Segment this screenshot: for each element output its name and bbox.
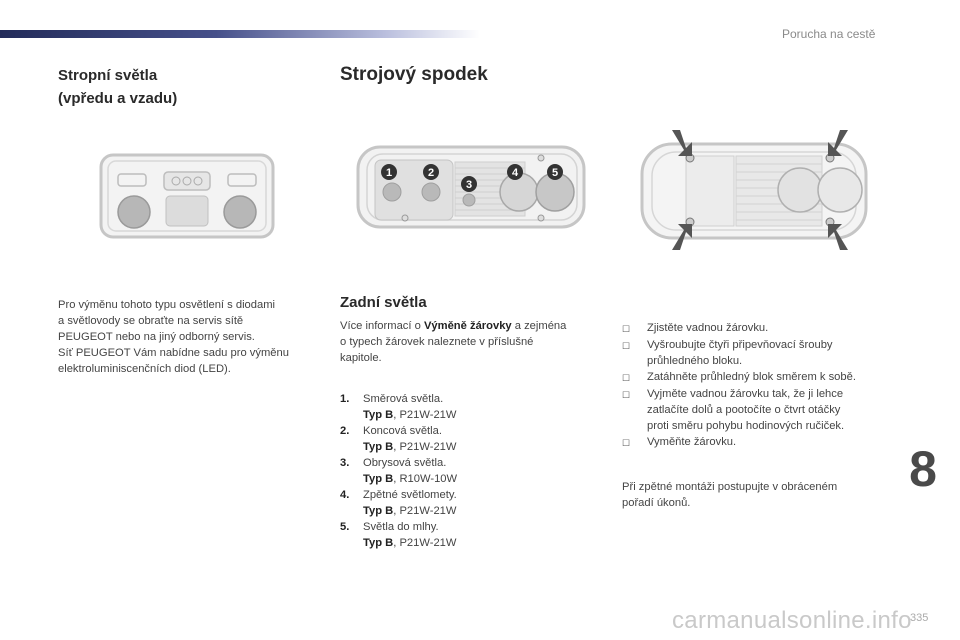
step-text: Vyšroubujte čtyři připevňovací šrouby prů…	[647, 337, 833, 369]
header-accent-bar	[0, 30, 480, 38]
bulb-type-value: , P21W-21W	[393, 537, 457, 549]
bulb-name: Směrová světla.	[363, 393, 444, 405]
text-line: Vyměňte žárovku.	[647, 436, 737, 448]
bulb-name: Koncová světla.	[363, 425, 442, 437]
bulb-type-label: Typ B	[363, 473, 394, 485]
ceiling-lights-heading-line2: (vpředu a vzadu)	[58, 90, 178, 107]
bulb-name: Obrysová světla.	[363, 457, 447, 469]
checkbox-bullet-icon: ☐	[622, 324, 631, 334]
diagram-callout-4: 4	[507, 164, 523, 180]
bulb-type-value: , P21W-21W	[393, 441, 457, 453]
bulb-description: Obrysová světla. Typ B, R10W-10W	[363, 455, 457, 487]
step-text: Zatáhněte průhledný blok směrem k sobě.	[647, 369, 856, 386]
bulb-name: Světla do mlhy.	[363, 521, 439, 533]
text-line: průhledného bloku.	[647, 355, 743, 367]
step-item: ☐ Vyšroubujte čtyři připevňovací šrouby pr…	[622, 337, 892, 369]
text-fragment: Více informací o	[340, 320, 424, 332]
callout-number: 4	[512, 167, 519, 179]
ceiling-lights-heading: Stropní světla (vpředu a vzadu)	[58, 64, 177, 110]
chapter-number: 8	[909, 441, 937, 497]
step-item: ☐ Zjistěte vadnou žárovku.	[622, 320, 892, 337]
text-line: Pro výměnu tohoto typu osvětlení s dioda…	[58, 299, 276, 311]
text-fragment: a zejména	[511, 320, 567, 332]
text-line: kapitole.	[340, 352, 382, 364]
section-title: Porucha na cestě	[782, 27, 876, 41]
bulb-type-label: Typ B	[363, 409, 394, 421]
arrow-icon	[828, 224, 848, 250]
step-item: ☐ Zatáhněte průhledný blok směrem k sobě.	[622, 369, 892, 386]
step-text: Vyměňte žárovku.	[647, 434, 736, 451]
bulb-replacement-link-text: Výměně žárovky	[423, 320, 512, 332]
step-item: ☐ Vyjměte vadnou žárovku tak, že ji lehce…	[622, 386, 892, 434]
text-line: proti směru pohybu hodinových ručiček.	[647, 420, 845, 432]
ceiling-lights-heading-line1: Stropní světla	[58, 67, 158, 84]
reassembly-note: Při zpětné montáži postupujte v obrácené…	[622, 479, 837, 511]
list-number: 1.	[340, 393, 350, 405]
list-item: 5. Světla do mlhy. Typ B, P21W-21W	[340, 519, 570, 551]
step-text: Vyjměte vadnou žárovku tak, že ji lehce z…	[647, 386, 844, 434]
list-item: 4. Zpětné světlomety. Typ B, P21W-21W	[340, 487, 570, 519]
step-text: Zjistěte vadnou žárovku.	[647, 320, 768, 337]
text-line: Zatáhněte průhledný blok směrem k sobě.	[647, 371, 856, 383]
ceiling-light-illustration	[99, 153, 275, 239]
diagram-callout-5: 5	[547, 164, 563, 180]
callout-number: 1	[386, 167, 392, 179]
callout-number: 2	[428, 167, 434, 179]
bulb-name: Zpětné světlomety.	[363, 489, 457, 501]
rear-lights-numbered-diagram: 1 2 3 4 5	[356, 145, 586, 229]
list-item: 2. Koncová světla. Typ B, P21W-21W	[340, 423, 570, 455]
callout-number: 5	[552, 167, 558, 179]
diagram-callout-2: 2	[423, 164, 439, 180]
bulb-description: Koncová světla. Typ B, P21W-21W	[363, 423, 456, 455]
list-number: 4.	[340, 489, 350, 501]
bulb-type-value: , R10W-10W	[393, 473, 458, 485]
rear-light-screws-diagram	[640, 130, 868, 250]
bulb-list: 1.Směrová světla.Typ B, P21W-21W 2.Konco…	[340, 391, 570, 551]
bulb-description: Zpětné světlomety. Typ B, P21W-21W	[363, 487, 457, 519]
step-item: ☐ Vyměňte žárovku.	[622, 434, 892, 451]
text-line: elektroluminiscenčních diod (LED).	[58, 363, 231, 375]
callout-number: 3	[466, 179, 472, 191]
text-line: Síť PEUGEOT Vám nabídne sadu pro výměnu	[58, 347, 289, 359]
list-item: 1. Směrová světla. Typ B, P21W-21W	[340, 391, 570, 423]
list-number: 2.	[340, 425, 350, 437]
list-item: 3. Obrysová světla. Typ B, R10W-10W	[340, 455, 570, 487]
bulb-description: Směrová světla. Typ B, P21W-21W	[363, 391, 456, 423]
diagram-callout-3: 3	[461, 176, 477, 192]
text-line: Vyjměte vadnou žárovku tak, že ji lehce	[647, 388, 844, 400]
ceiling-lights-paragraph: Pro výměnu tohoto typu osvětlení s dioda…	[58, 297, 289, 377]
bulb-type-label: Typ B	[363, 441, 394, 453]
text-line: PEUGEOT nebo na jiný odborný servis.	[58, 331, 255, 343]
diagram-callout-1: 1	[381, 164, 397, 180]
text-line: Zjistěte vadnou žárovku.	[647, 322, 769, 334]
list-number: 5.	[340, 521, 350, 533]
replacement-steps: ☐ Zjistěte vadnou žárovku. ☐ Vyšroubujte č…	[622, 320, 892, 451]
rear-lights-heading: Zadní světla	[340, 294, 427, 311]
bulb-type-label: Typ B	[363, 505, 394, 517]
bulb-info-paragraph: Více informací o Výměně žárovky a zejmén…	[340, 318, 600, 366]
page-number: 335	[910, 612, 929, 624]
checkbox-bullet-icon: ☐	[622, 341, 631, 351]
text-line: Vyšroubujte čtyři připevňovací šrouby	[647, 339, 833, 351]
text-line: o typech žárovek naleznete v příslušné	[340, 336, 534, 348]
list-number: 3.	[340, 457, 350, 469]
bulb-type-value: , P21W-21W	[393, 505, 457, 517]
checkbox-bullet-icon: ☐	[622, 438, 631, 448]
text-line: Při zpětné montáži postupujte v obrácené…	[622, 481, 838, 493]
arrow-icon	[672, 224, 692, 250]
text-line: zatlačíte dolů a pootočíte o čtvrt otáčk…	[647, 404, 841, 416]
arrow-icon	[672, 130, 692, 156]
watermark: carmanualsonline.info	[672, 607, 912, 634]
arrow-icon	[828, 130, 848, 156]
text-line: pořadí úkonů.	[622, 497, 691, 509]
bulb-type-label: Typ B	[363, 537, 394, 549]
text-line: Více informací o Výměně žárovky a zejmén…	[340, 318, 600, 334]
checkbox-bullet-icon: ☐	[622, 390, 631, 400]
text-line: a světlovody se obraťte na servis sítě	[58, 315, 244, 327]
checkbox-bullet-icon: ☐	[622, 373, 631, 383]
bulb-description: Světla do mlhy. Typ B, P21W-21W	[363, 519, 456, 551]
page-title: Strojový spodek	[340, 64, 488, 85]
bulb-type-value: , P21W-21W	[393, 409, 457, 421]
